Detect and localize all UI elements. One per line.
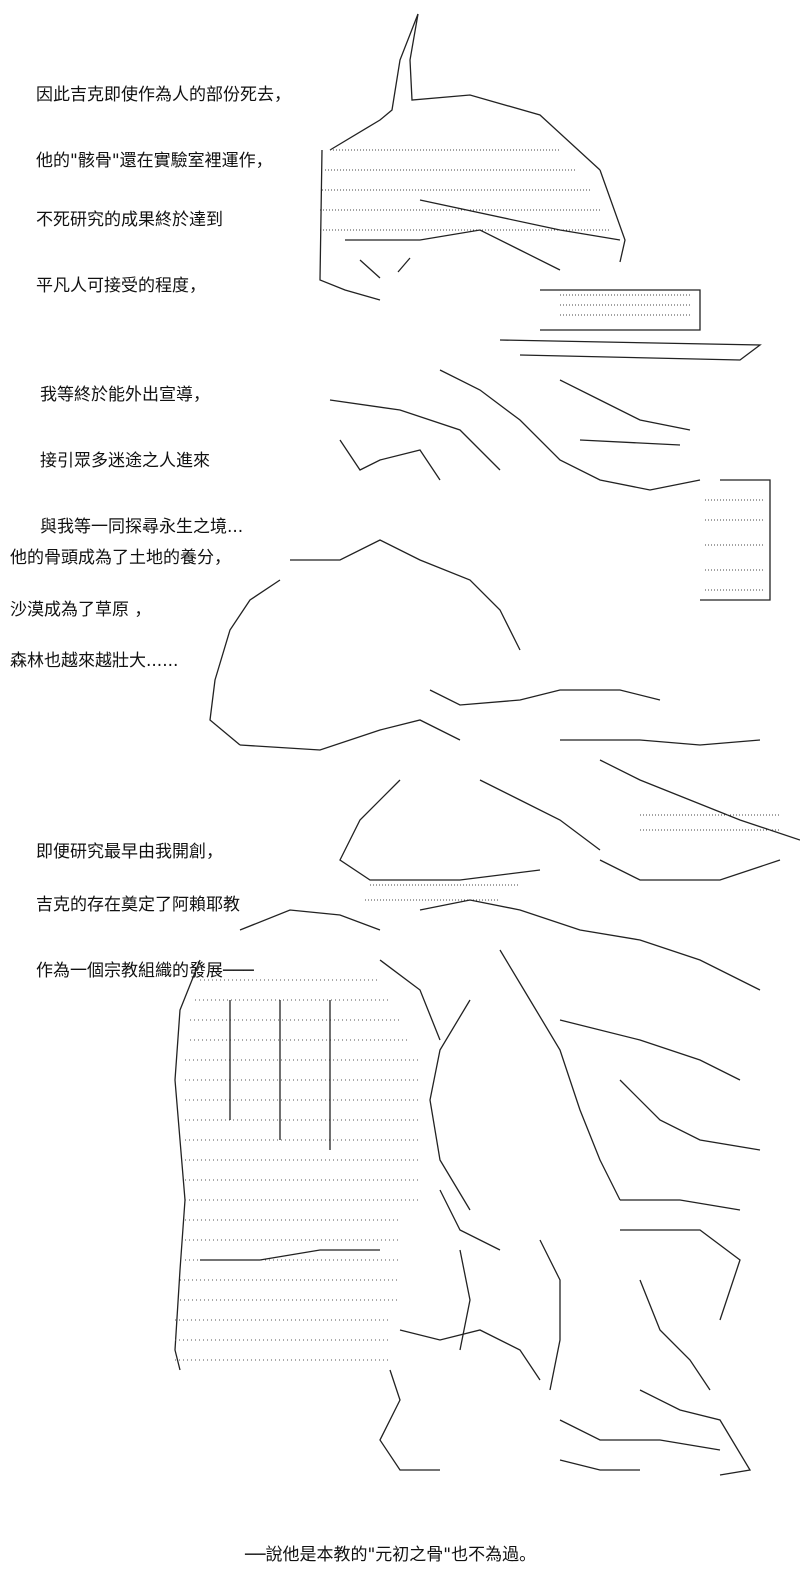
grass-forest-art (174, 909, 501, 1371)
narration-block-7: 即便研究最早由我開創， (36, 797, 223, 885)
narration-line: 森林也越來越壯大...... (10, 651, 179, 671)
narration-line: ──說他是本教的"元初之骨"也不為過。 (245, 1545, 537, 1565)
skeleton-art (379, 899, 761, 1476)
narration-line: 他的"骸骨"還在實驗室裡運作， (36, 151, 273, 171)
narration-block-2: 不死研究的成果終於達到 平凡人可接受的程度， (36, 165, 223, 319)
narration-block-3: 我等終於能外出宣導， 接引眾多迷途之人進來 與我等一同探尋永生之境... (40, 340, 243, 560)
narration-line: 不死研究的成果終於達到 (36, 210, 223, 230)
narration-line: 因此吉克即使作為人的部份死去， (36, 85, 291, 105)
narration-line: 即便研究最早由我開創， (36, 842, 223, 862)
face-art (329, 289, 771, 601)
narration-line: 我等終於能外出宣導， (40, 385, 210, 405)
narration-line: 沙漠成為了草原 ， (10, 600, 152, 620)
narration-line: 平凡人可接受的程度， (36, 276, 206, 296)
ascii-art-illustration (174, 13, 800, 1476)
narration-block-6: 森林也越來越壯大...... (10, 606, 178, 694)
narration-line: 與我等一同探尋永生之境... (40, 517, 244, 537)
narration-block-1: 因此吉克即使作為人的部份死去， 他的"骸骨"還在實驗室裡運作， (36, 40, 291, 194)
narration-line: 接引眾多迷途之人進來 (40, 451, 210, 471)
narration-block-8: 吉克的存在奠定了阿賴耶教 作為一個宗教組織的發展─── (36, 850, 254, 1004)
narration-line: 他的骨頭成為了土地的養分， (10, 548, 231, 568)
closing-line: ──說他是本教的"元初之骨"也不為過。 (245, 1500, 536, 1588)
narration-line: 吉克的存在奠定了阿賴耶教 (36, 895, 240, 915)
narration-line: 作為一個宗教組織的發展─── (36, 961, 254, 981)
narration-block-5: 沙漠成為了草原 ， (10, 555, 151, 643)
narration-block-4: 他的骨頭成為了土地的養分， (10, 503, 231, 591)
body-art (209, 439, 800, 901)
witch-hat-art (319, 13, 626, 301)
